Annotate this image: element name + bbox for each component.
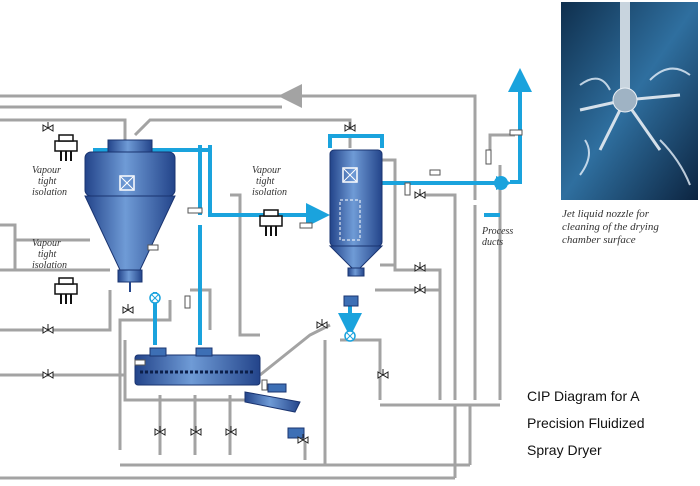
nozzle-photo bbox=[561, 2, 698, 200]
valve-icon bbox=[190, 426, 202, 436]
valves bbox=[42, 122, 426, 444]
valve-icon bbox=[414, 189, 426, 199]
cip-diag bbox=[259, 323, 331, 377]
cip-line-left-3 bbox=[0, 290, 112, 332]
valve-icon bbox=[344, 122, 356, 132]
spray-dryer-chamber bbox=[84, 139, 176, 292]
cip-line-r6 bbox=[488, 133, 515, 150]
valve-icon bbox=[42, 122, 54, 132]
cip-line-v2 bbox=[190, 288, 212, 330]
cip-line-r1 bbox=[380, 158, 442, 400]
cip-line-box bbox=[123, 340, 285, 402]
svg-text:CIP Diagram for A: CIP Diagram for A bbox=[527, 388, 640, 404]
svg-text:Vapour: Vapour bbox=[252, 165, 281, 176]
label-vapour-isolation-1: Vapour tight isolation bbox=[32, 165, 67, 198]
label-vapour-isolation-2: Vapour tight isolation bbox=[32, 238, 67, 271]
svg-text:Spray Dryer: Spray Dryer bbox=[527, 442, 602, 458]
diagram-title: CIP Diagram for A Precision Fluidized Sp… bbox=[527, 388, 645, 458]
cip-line-v3 bbox=[230, 193, 260, 337]
valve-icon bbox=[122, 304, 134, 314]
valve-icon bbox=[42, 324, 54, 334]
cip-line-v1 bbox=[118, 300, 172, 450]
sight-glass-icon bbox=[344, 330, 356, 342]
svg-text:Vapour: Vapour bbox=[32, 238, 61, 249]
cyclone-manhole-icon bbox=[342, 167, 358, 183]
cip-nozzles bbox=[134, 129, 523, 391]
label-process-ducts: Process ducts bbox=[481, 226, 513, 248]
cip-line-top bbox=[0, 94, 477, 200]
svg-text:chamber surface: chamber surface bbox=[562, 234, 636, 246]
valve-icon bbox=[42, 369, 54, 379]
svg-text:Vapour: Vapour bbox=[32, 165, 61, 176]
valve-icon bbox=[297, 434, 309, 444]
valve-icon bbox=[316, 319, 328, 329]
cip-line-r3 bbox=[420, 193, 457, 400]
svg-text:cleaning of the drying: cleaning of the drying bbox=[562, 221, 659, 233]
cip-line-3 bbox=[0, 118, 127, 140]
svg-text:tight: tight bbox=[38, 249, 57, 260]
isolation-valve-icon bbox=[54, 277, 78, 304]
photo-caption: Jet liquid nozzle for cleaning of the dr… bbox=[562, 208, 659, 246]
svg-text:Precision Fluidized: Precision Fluidized bbox=[527, 415, 645, 431]
cip-line-r5 bbox=[340, 338, 382, 400]
svg-text:ducts: ducts bbox=[482, 237, 503, 248]
valve-icon bbox=[154, 426, 166, 436]
valve-icon bbox=[225, 426, 237, 436]
valve-icon bbox=[377, 369, 389, 379]
rotary-valve-icon bbox=[343, 295, 359, 307]
isolation-valve-icon bbox=[259, 209, 283, 236]
svg-text:Jet liquid nozzle for: Jet liquid nozzle for bbox=[562, 208, 650, 220]
sight-glass-icon bbox=[149, 292, 161, 304]
cyclone bbox=[328, 149, 384, 277]
svg-text:isolation: isolation bbox=[32, 187, 67, 198]
cip-line-left-1 bbox=[0, 223, 17, 270]
svg-text:Process: Process bbox=[481, 226, 513, 237]
fluid-bed bbox=[134, 347, 261, 386]
valve-icon bbox=[414, 284, 426, 294]
svg-text:tight: tight bbox=[256, 176, 275, 187]
process-line-4 bbox=[328, 134, 384, 148]
valve-icon bbox=[414, 262, 426, 272]
isolation-valve-icon bbox=[54, 134, 78, 161]
svg-text:isolation: isolation bbox=[252, 187, 287, 198]
process-line-exhaust bbox=[508, 68, 532, 184]
fan-icon bbox=[494, 176, 512, 190]
label-vapour-isolation-3: Vapour tight isolation bbox=[252, 165, 287, 198]
svg-text:tight: tight bbox=[38, 176, 57, 187]
cip-piping bbox=[0, 84, 515, 480]
sieve bbox=[244, 383, 305, 439]
svg-text:isolation: isolation bbox=[32, 260, 67, 271]
process-ducts-swatch bbox=[484, 213, 500, 217]
chamber-manhole-icon bbox=[119, 175, 135, 191]
cip-line-4 bbox=[133, 118, 352, 137]
